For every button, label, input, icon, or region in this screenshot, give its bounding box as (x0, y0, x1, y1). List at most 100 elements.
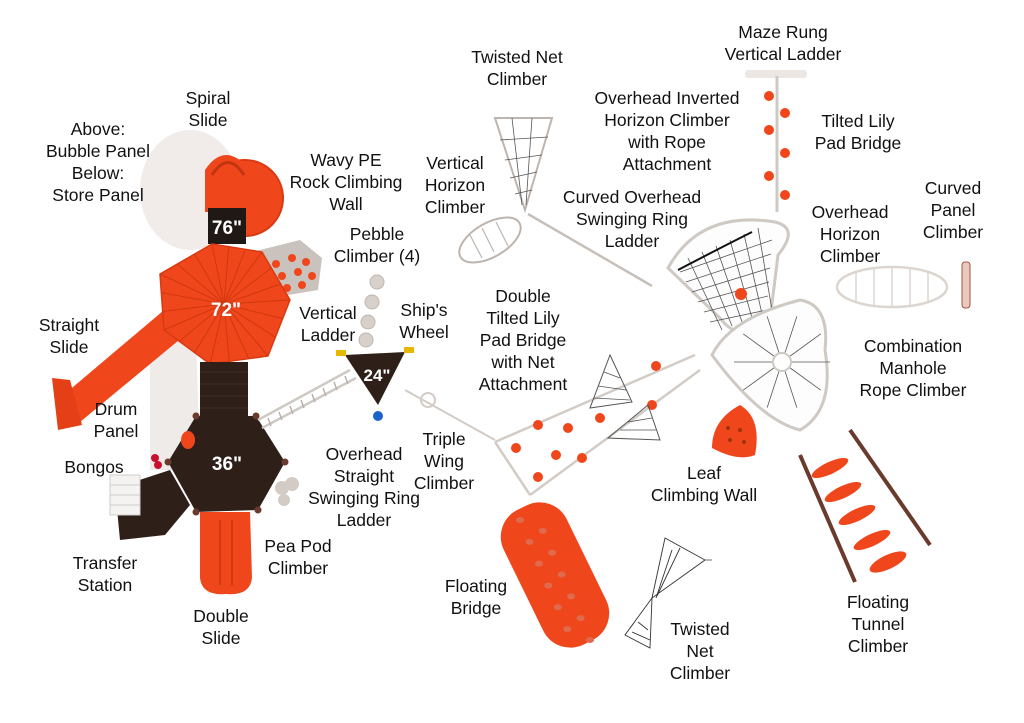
straight-slide (52, 300, 196, 430)
ring-rung (267, 417, 272, 427)
net-line (685, 253, 772, 283)
roof-panel-line (194, 303, 225, 353)
label-combination-manhole: Combination Manhole Rope Climber (859, 336, 967, 400)
roof-panel-line (161, 292, 225, 305)
net-line (742, 367, 775, 391)
ring-rung (300, 399, 305, 409)
label-above-below-panel: Above: Bubble Panel Below: Store Panel (45, 119, 151, 205)
bridge-hole (557, 571, 566, 578)
triple-wing-climber (404, 389, 496, 441)
vertical-horizon-climber (458, 216, 522, 264)
maze-rung-ladder (745, 70, 807, 212)
label-curved-panel-climber: Curved Panel Climber (922, 178, 984, 242)
pebble-climber (358, 274, 385, 348)
net-line (789, 333, 822, 357)
ring-rung (344, 375, 349, 385)
ring-rung (278, 411, 283, 421)
floating-bridge (500, 502, 610, 648)
roof-panel-line (223, 303, 283, 320)
combination-manhole-rope-climber (710, 298, 830, 432)
net-line (697, 281, 770, 303)
double-tilted-lily-pad-bridge (493, 353, 701, 497)
roof-panel-line (163, 303, 225, 331)
roof-panel-line (223, 303, 250, 359)
label-overhead-horizon-climber: Overhead Horizon Climber (811, 202, 889, 266)
label-vertical-ladder: Vertical Ladder (299, 303, 357, 345)
ring-rung (322, 387, 327, 397)
net-line (784, 371, 798, 408)
bridge-hole (516, 517, 524, 523)
bridge-hole (534, 560, 543, 567)
label-straight-slide: Straight Slide (38, 315, 100, 357)
pea-pod-climber (275, 477, 299, 506)
label-vertical-horizon-climber: Vertical Horizon Climber (424, 153, 486, 217)
floating-tunnel-climber (798, 428, 932, 583)
leaf-climbing-wall (712, 405, 757, 458)
deck-36-label: 36" (212, 454, 242, 475)
bridge-hole (567, 593, 576, 600)
net-line (743, 233, 763, 315)
curved-panel-climber (961, 261, 971, 309)
deck-76-label: 76" (212, 218, 242, 239)
net-line (709, 309, 768, 323)
roof-panel-line (159, 273, 225, 305)
bridge-hole (563, 626, 572, 633)
ships-wheel (404, 347, 414, 353)
overhead-horizon-climber (835, 265, 949, 309)
twisted-net-climber-bottom (624, 537, 712, 649)
label-leaf-climbing-wall: Leaf Climbing Wall (650, 463, 758, 505)
deck-posts (164, 412, 289, 516)
net-line (687, 257, 723, 331)
label-overhead-inverted-horizon: Overhead Inverted Horizon Climber with R… (594, 88, 740, 174)
blue-knob (373, 411, 383, 421)
deck-24-label: 24" (364, 366, 391, 385)
tilted-lily-pad-bridge (764, 91, 790, 200)
net-line (742, 333, 775, 357)
roof-panel-line (223, 267, 272, 305)
roof-panel-line (194, 253, 225, 305)
label-maze-rung-ladder: Maze Rung Vertical Ladder (724, 22, 842, 64)
label-bongos: Bongos (64, 457, 124, 477)
vertical-ladder (336, 350, 346, 356)
deck-36 (168, 416, 285, 512)
bridge-hole (586, 637, 594, 643)
double-slide (200, 512, 252, 595)
label-triple-wing-climber: Triple Wing Climber (413, 429, 475, 493)
net-line (703, 295, 769, 313)
roof-panel-line (223, 251, 263, 305)
roof-panel-line (223, 303, 276, 338)
drum-panel (181, 431, 195, 449)
bridge-hole (548, 549, 557, 556)
roof-panel-line (179, 303, 225, 342)
label-pebble-climber: Pebble Climber (4) (333, 224, 421, 266)
roof-72 (159, 243, 291, 365)
overhead-straight-ring-ladder (257, 368, 357, 430)
deck-24 (345, 352, 405, 405)
roof-panel-line (162, 303, 225, 312)
net-line (789, 367, 822, 391)
ring-rung (311, 393, 316, 403)
roof-panel-line (223, 303, 230, 362)
label-floating-bridge: Floating Bridge (444, 576, 508, 618)
label-tilted-lily-pad-bridge: Tilted Lily Pad Bridge (814, 111, 902, 153)
net-line (757, 227, 773, 311)
label-spiral-slide: Spiral Slide (185, 88, 231, 130)
bridge-hole (525, 538, 534, 545)
roof-panel-line (177, 263, 225, 305)
roof-panel-line (223, 299, 291, 305)
roof-panel-line (223, 246, 230, 305)
bridge-hole (544, 582, 553, 589)
label-ships-wheel: Ship's Wheel (399, 300, 449, 342)
label-curved-overhead-ring-ladder: Curved Overhead Swinging Ring Ladder (562, 187, 702, 251)
label-double-tilted-lily-pad: Double Tilted Lily Pad Bridge with Net A… (478, 286, 568, 394)
curved-overhead-ring-ladder (527, 212, 653, 288)
label-transfer-station: Transfer Station (72, 553, 138, 595)
label-drum-panel: Drum Panel (93, 399, 139, 441)
label-pea-pod-climber: Pea Pod Climber (264, 536, 332, 578)
net-line (691, 267, 771, 293)
deck-76 (208, 208, 246, 244)
ring-rung (333, 381, 338, 391)
roof-panel-line (209, 303, 225, 365)
